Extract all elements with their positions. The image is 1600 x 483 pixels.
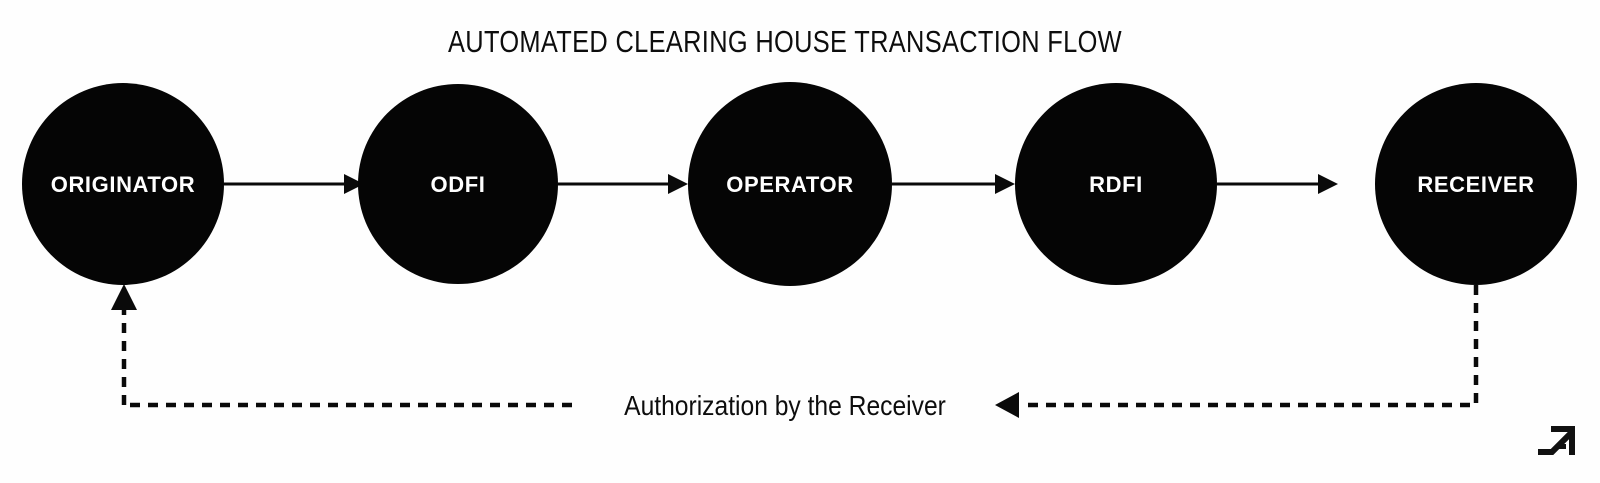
node-label: OPERATOR bbox=[726, 172, 853, 197]
node-odfi[interactable]: ODFI bbox=[358, 84, 558, 284]
arrow-head-icon bbox=[344, 174, 364, 194]
connector-originator-odfi bbox=[224, 174, 364, 194]
arrow-head-icon bbox=[668, 174, 688, 194]
node-shape[interactable] bbox=[22, 83, 224, 285]
arrow-head-icon bbox=[995, 174, 1015, 194]
node-rdfi[interactable]: RDFI bbox=[1015, 83, 1217, 285]
logo-corner-stroke bbox=[1551, 426, 1575, 455]
node-operator[interactable]: OPERATOR bbox=[688, 82, 892, 286]
feedback-label-backdrop bbox=[572, 388, 992, 422]
node-shape[interactable] bbox=[688, 82, 892, 286]
node-label: ODFI bbox=[431, 172, 486, 197]
node-receiver[interactable]: RECEIVER bbox=[1375, 83, 1577, 285]
logo-diagonal-stroke bbox=[1538, 429, 1575, 455]
node-shape[interactable] bbox=[358, 84, 558, 284]
feedback-label: Authorization by the Receiver bbox=[624, 390, 946, 422]
logo-tick-mark bbox=[1557, 444, 1566, 449]
connector-rdfi-receiver bbox=[1217, 174, 1338, 194]
arrow-up-right-logo bbox=[1538, 426, 1575, 455]
feedback-arrow-head-icon bbox=[995, 392, 1019, 418]
node-label: RDFI bbox=[1089, 172, 1143, 197]
node-label: ORIGINATOR bbox=[51, 172, 196, 197]
arrow-head-icon bbox=[1318, 174, 1338, 194]
feedback-path-authorization: Authorization by the Receiver bbox=[111, 284, 1479, 422]
node-shape[interactable] bbox=[1375, 83, 1577, 285]
connector-odfi-operator bbox=[558, 174, 688, 194]
page-title: AUTOMATED CLEARING HOUSE TRANSACTION FLO… bbox=[448, 25, 1122, 60]
node-shape[interactable] bbox=[1015, 83, 1217, 285]
node-label: RECEIVER bbox=[1417, 172, 1534, 197]
node-originator[interactable]: ORIGINATOR bbox=[22, 83, 224, 285]
feedback-arrow-head-up-icon bbox=[111, 284, 137, 310]
connector-operator-rdfi bbox=[892, 174, 1015, 194]
